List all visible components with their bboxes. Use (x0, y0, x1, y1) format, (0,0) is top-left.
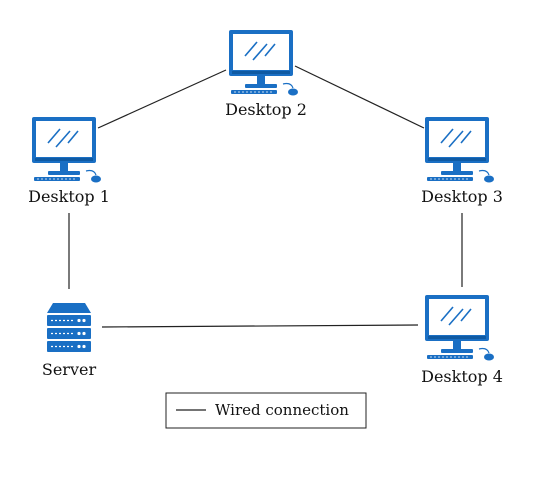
link-desktop2-desktop3 (294, 65, 425, 129)
desktop-computer-icon (424, 116, 495, 184)
desktop-4-node: Desktop 4 (421, 294, 503, 386)
desktop-computer-icon (228, 29, 299, 97)
connections (68, 65, 463, 328)
server-label: Server (42, 360, 97, 379)
legend: Wired connection (165, 392, 367, 429)
desktop-2-label: Desktop 2 (225, 100, 307, 119)
desktop-1-node: Desktop 1 (28, 116, 110, 206)
link-desktop4-server (101, 324, 419, 328)
desktop-4-label: Desktop 4 (421, 367, 503, 386)
desktop-2-node: Desktop 2 (225, 29, 307, 119)
desktop-computer-icon (424, 294, 495, 362)
server-node: Server (42, 302, 97, 379)
desktop-1-label: Desktop 1 (28, 187, 110, 206)
legend-wired-label: Wired connection (215, 401, 349, 419)
link-desktop1-desktop2 (97, 69, 227, 129)
desktop-3-node: Desktop 3 (421, 116, 503, 206)
server-rack-icon (46, 302, 92, 353)
desktop-computer-icon (31, 116, 102, 184)
desktop-3-label: Desktop 3 (421, 187, 503, 206)
